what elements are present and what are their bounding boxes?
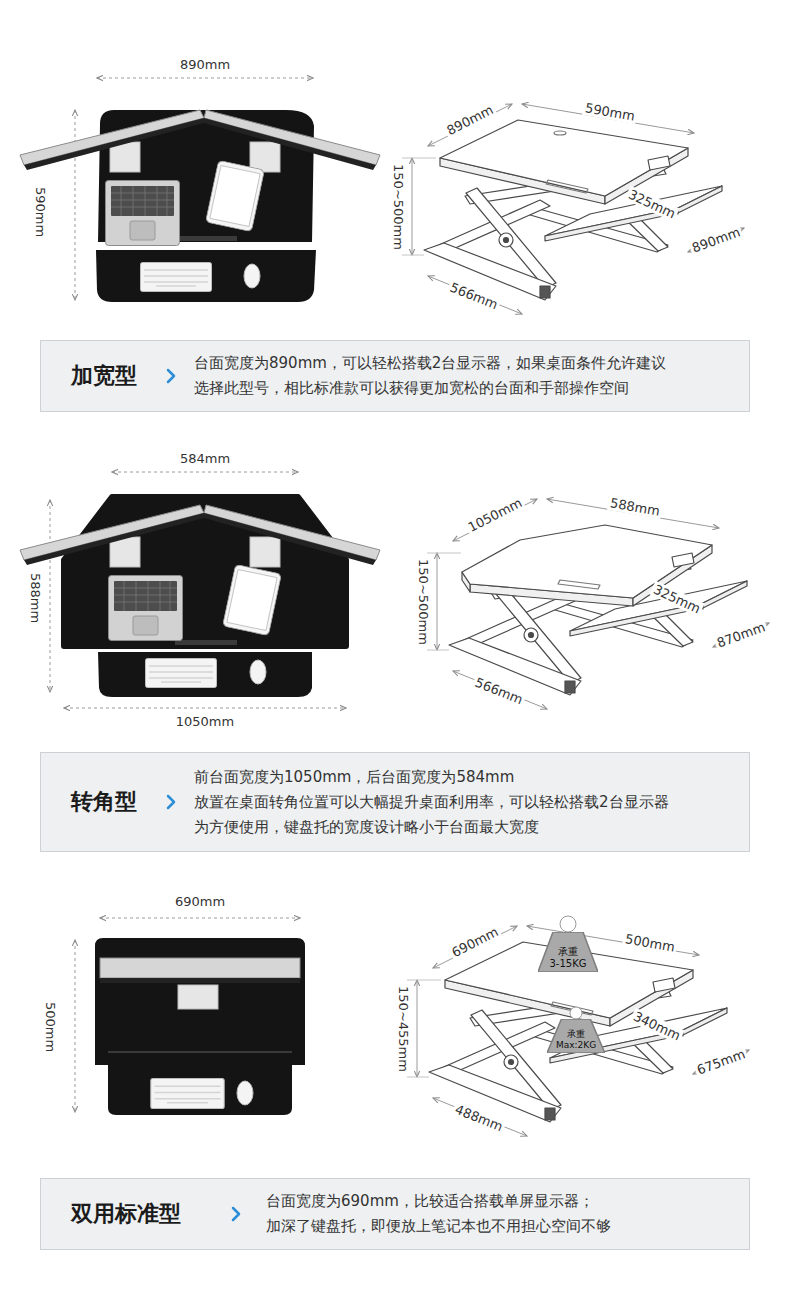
dimension-label: 150~500mm	[416, 557, 431, 647]
dimension-label: 890mm	[442, 101, 497, 139]
weight-badge-outline	[538, 932, 598, 972]
chevron-stroke	[233, 1208, 239, 1220]
panel-text: 台面宽度为690mm，比较适合搭载单屏显示器；	[266, 1189, 706, 1214]
load-text: 承重	[558, 946, 578, 958]
dimension-label: 566mm	[446, 279, 502, 313]
desk-top-slab	[440, 120, 688, 204]
tray-seam	[108, 1051, 292, 1053]
dimension-label: 870mm	[713, 619, 769, 652]
dimension-label: 566mm	[471, 674, 527, 708]
keyboard	[146, 659, 217, 688]
panel-text: 为方便使用，键盘托的宽度设计略小于台面最大宽度	[194, 815, 719, 840]
dimension-label: 690mm	[173, 894, 227, 909]
load-ball	[560, 916, 576, 932]
panel-text: 前台面宽度为1050mm，后台面宽度为584mm	[194, 765, 719, 790]
panel-text: 放置在桌面转角位置可以大幅提升桌面利用率，可以轻松搭载2台显示器	[194, 790, 719, 815]
dimension-line	[75, 940, 76, 1112]
load-text: 3-15KG	[549, 958, 586, 970]
dimension-label: 150~455mm	[396, 984, 411, 1074]
tablet	[222, 564, 281, 635]
monitor	[100, 958, 300, 978]
load-badge: 承重3-15KG	[538, 932, 598, 972]
dimension-label: 584mm	[178, 451, 232, 466]
dimension-label: 890mm	[178, 57, 232, 72]
dimension-label: 675mm	[693, 1046, 749, 1079]
load-text: 承重	[567, 1029, 585, 1039]
dimension-label: 690mm	[447, 923, 502, 961]
load-badge: 承重Max:2KG	[547, 1019, 605, 1053]
info-panel: 转角型 前台面宽度为1050mm，后台面宽度为584mm放置在桌面转角位置可以大幅…	[40, 752, 750, 852]
dimension-label: 588mm	[28, 571, 43, 625]
dimension-label: 1050mm	[464, 494, 526, 536]
chevron-stroke	[168, 796, 174, 808]
dimension-label: 1050mm	[174, 714, 236, 729]
keyboard	[151, 1079, 224, 1109]
chevron-icon	[161, 366, 181, 386]
chevron-stroke	[168, 370, 174, 382]
mouse	[237, 1081, 253, 1105]
load-ball	[570, 1007, 582, 1019]
weight-badge-outline	[547, 1019, 605, 1053]
monitor-stand	[178, 985, 218, 1009]
top-view-wide	[20, 78, 380, 302]
mouse	[244, 264, 260, 288]
dimension-line	[97, 78, 313, 79]
dimension-label: 488mm	[451, 1101, 507, 1135]
top-view-standard	[75, 918, 305, 1115]
laptop	[109, 576, 183, 641]
load-text: Max:2KG	[556, 1040, 596, 1050]
info-panel: 加宽型 台面宽度为890mm，可以轻松搭载2台显示器，如果桌面条件允许建议选择此型…	[40, 340, 750, 412]
dimension-label: 590mm	[582, 100, 638, 124]
keyboard-tray	[96, 250, 316, 302]
dimension-label: 325mm	[649, 581, 704, 617]
panel-heading: 加宽型	[71, 362, 161, 390]
dimension-label: 500mm	[43, 1000, 58, 1054]
slot	[175, 640, 237, 645]
dimension-line	[75, 110, 76, 300]
info-panel: 双用标准型 台面宽度为690mm，比较适合搭载单屏显示器；加深了键盘托，即便放上笔…	[40, 1178, 750, 1250]
panel-body: 前台面宽度为1050mm，后台面宽度为584mm放置在桌面转角位置可以大幅提升桌…	[194, 765, 719, 840]
dimension-label: 325mm	[624, 186, 679, 222]
monitor-screen	[100, 978, 300, 983]
laptop	[106, 181, 180, 246]
dimension-line	[112, 472, 298, 473]
dimension-label: 500mm	[622, 931, 678, 955]
desk-top-slab	[445, 942, 693, 1026]
panel-text: 加深了键盘托，即便放上笔记本也不用担心空间不够	[266, 1214, 706, 1239]
panel-body: 台面宽度为690mm，比较适合搭载单屏显示器；加深了键盘托，即便放上笔记本也不用…	[266, 1189, 706, 1239]
chevron-icon	[226, 1204, 246, 1224]
panel-body: 台面宽度为890mm，可以轻松搭载2台显示器，如果桌面条件允许建议选择此型号，相…	[194, 351, 674, 401]
slot	[175, 236, 237, 241]
dimension-label: 340mm	[629, 1008, 684, 1044]
monitors	[20, 505, 380, 567]
keyboard	[141, 263, 212, 292]
panel-heading: 双用标准型	[71, 1200, 226, 1228]
top-view-corner	[20, 472, 380, 708]
badge-text-box: 承重3-15KG	[538, 932, 598, 972]
dimension-label: 890mm	[688, 224, 744, 257]
panel-heading: 转角型	[71, 788, 161, 816]
badge-text-box: 承重Max:2KG	[547, 1019, 605, 1053]
desk-top	[64, 497, 346, 646]
panel-text: 台面宽度为890mm，可以轻松搭载2台显示器，如果桌面条件允许建议选择此型号，相…	[194, 351, 674, 401]
dimension-line	[50, 500, 51, 692]
dimension-line	[64, 708, 346, 709]
dimension-label: 590mm	[33, 185, 48, 239]
dimension-label: 588mm	[607, 495, 663, 519]
tablet	[205, 160, 264, 231]
dimension-label: 150~500mm	[391, 162, 406, 252]
monitors	[20, 110, 380, 172]
chevron-icon	[161, 792, 181, 812]
mouse	[250, 660, 266, 684]
keyboard-tray	[98, 652, 312, 697]
dimension-line	[100, 918, 300, 919]
desk-top	[95, 938, 305, 1115]
